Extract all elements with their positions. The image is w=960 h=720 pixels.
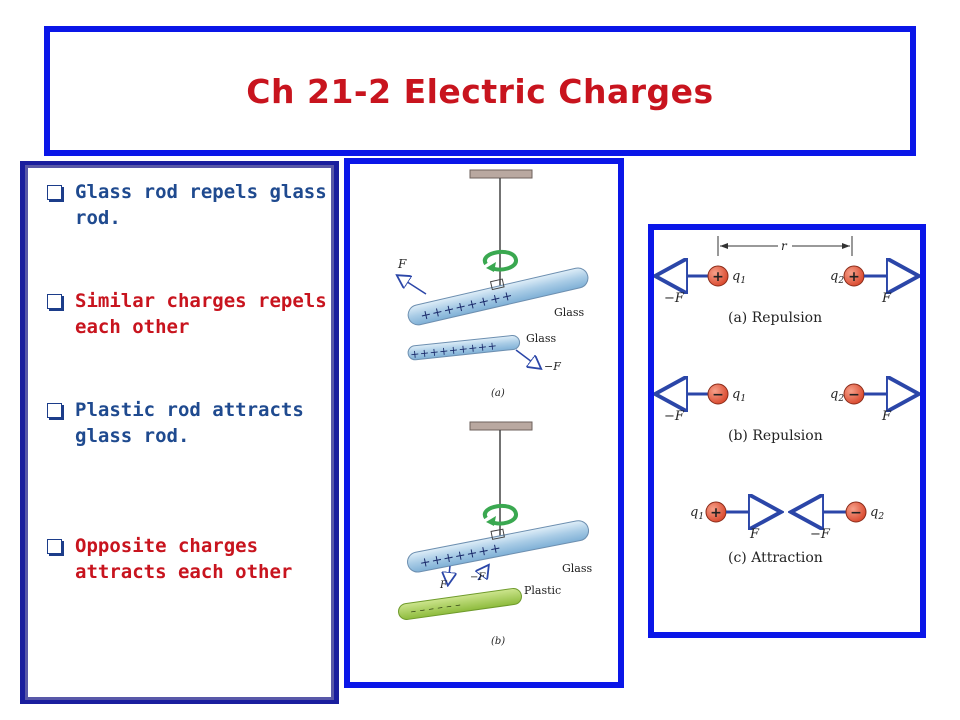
charge-label: q2 [830, 387, 844, 404]
force-label: −F [544, 360, 561, 373]
charge-label: q1 [690, 505, 704, 522]
bullet-square-icon [47, 294, 62, 309]
rod-figure-frame: ++++++++ F Glass +++++++++ Glass −F (a) [344, 158, 624, 688]
force-label: F [881, 291, 892, 306]
force-label: −F [470, 572, 486, 583]
force-arrow [478, 566, 488, 581]
distance-label: r [781, 239, 788, 253]
rotation-arrow-head-icon [486, 516, 496, 526]
rod-figure: ++++++++ F Glass +++++++++ Glass −F (a) [350, 169, 593, 647]
row-caption: (a) Repulsion [728, 310, 822, 326]
bullet-square-icon [47, 403, 62, 418]
charge-sign: − [712, 387, 724, 403]
bullet-text: Glass rod repels glass rod. [75, 181, 327, 229]
glass-label: Glass [554, 306, 585, 319]
row-a: + q1 q2 + −F F (a) Repulsion [658, 266, 916, 326]
bullet-item: Plastic rod attracts glass rod. [47, 397, 327, 449]
bullet-text: Opposite charges attracts each other [75, 535, 293, 583]
rotation-arrow-icon [482, 503, 518, 526]
charge-label: q2 [870, 505, 884, 522]
title-frame: Ch 21-2 Electric Charges [44, 26, 916, 156]
panel-a: ++++++++ F Glass +++++++++ Glass −F (a) [397, 169, 589, 399]
bullet-text: Similar charges repels each other [75, 290, 327, 338]
glass-label: Glass [526, 332, 557, 345]
force-arrow [515, 349, 540, 368]
glass-rod-bottom: +++++++++ [407, 335, 521, 361]
force-label: F [439, 580, 448, 591]
panel-b: +++++++ Glass F −F – – – – – – Plastic (… [398, 421, 593, 647]
charge-ball [845, 501, 867, 523]
force-arrow [448, 565, 450, 584]
force-arrow [398, 276, 427, 295]
charge-ball [707, 265, 729, 287]
force-label: −F [810, 527, 831, 542]
charge-label: q1 [732, 387, 746, 404]
row-b: − q1 q2 − −F F (b) Repulsion [658, 384, 916, 444]
charge-label: q1 [732, 269, 746, 286]
force-label: F [749, 527, 760, 542]
plastic-label: Plastic [524, 584, 561, 597]
bullet-text: Plastic rod attracts glass rod. [75, 399, 304, 447]
force-figure: r + q1 q2 + −F F (a) Repulsion − q1 q2 − [654, 236, 920, 566]
bullet-item: Similar charges repels each other [47, 288, 327, 340]
charge-ball [707, 383, 729, 405]
caption-a: (a) [491, 388, 505, 399]
charge-sign: + [848, 269, 860, 285]
charge-sign: − [850, 505, 862, 521]
force-label: F [397, 257, 407, 271]
caption-b: (b) [491, 636, 505, 647]
ceiling-mount [469, 421, 533, 431]
distance-indicator: r [717, 236, 853, 256]
slide-title: Ch 21-2 Electric Charges [246, 71, 714, 111]
charge-sign: + [712, 269, 724, 285]
ceiling-mount [469, 169, 533, 179]
rotation-arrow-head-icon [486, 262, 496, 272]
row-caption: (c) Attraction [728, 550, 823, 566]
force-label: −F [664, 291, 685, 306]
bullet-item: Glass rod repels glass rod. [47, 179, 327, 231]
charge-sign: − [848, 387, 860, 403]
rotation-arrow-icon [482, 249, 518, 272]
charge-label: q2 [830, 269, 844, 286]
glass-label: Glass [562, 562, 593, 575]
charge-sign: + [710, 505, 722, 521]
plastic-rod: – – – – – – [398, 587, 522, 621]
row-caption: (b) Repulsion [728, 428, 823, 444]
force-figure-frame: r + q1 q2 + −F F (a) Repulsion − q1 q2 − [648, 224, 926, 638]
bullet-square-icon [47, 539, 62, 554]
bullet-panel: Glass rod repels glass rod. Similar char… [20, 161, 339, 704]
force-label: −F [664, 409, 685, 424]
force-label: F [881, 409, 892, 424]
row-c: q1 + − q2 F −F (c) Attraction [690, 502, 884, 566]
bullet-item: Opposite charges attracts each other [47, 533, 327, 585]
bullet-square-icon [47, 185, 62, 200]
